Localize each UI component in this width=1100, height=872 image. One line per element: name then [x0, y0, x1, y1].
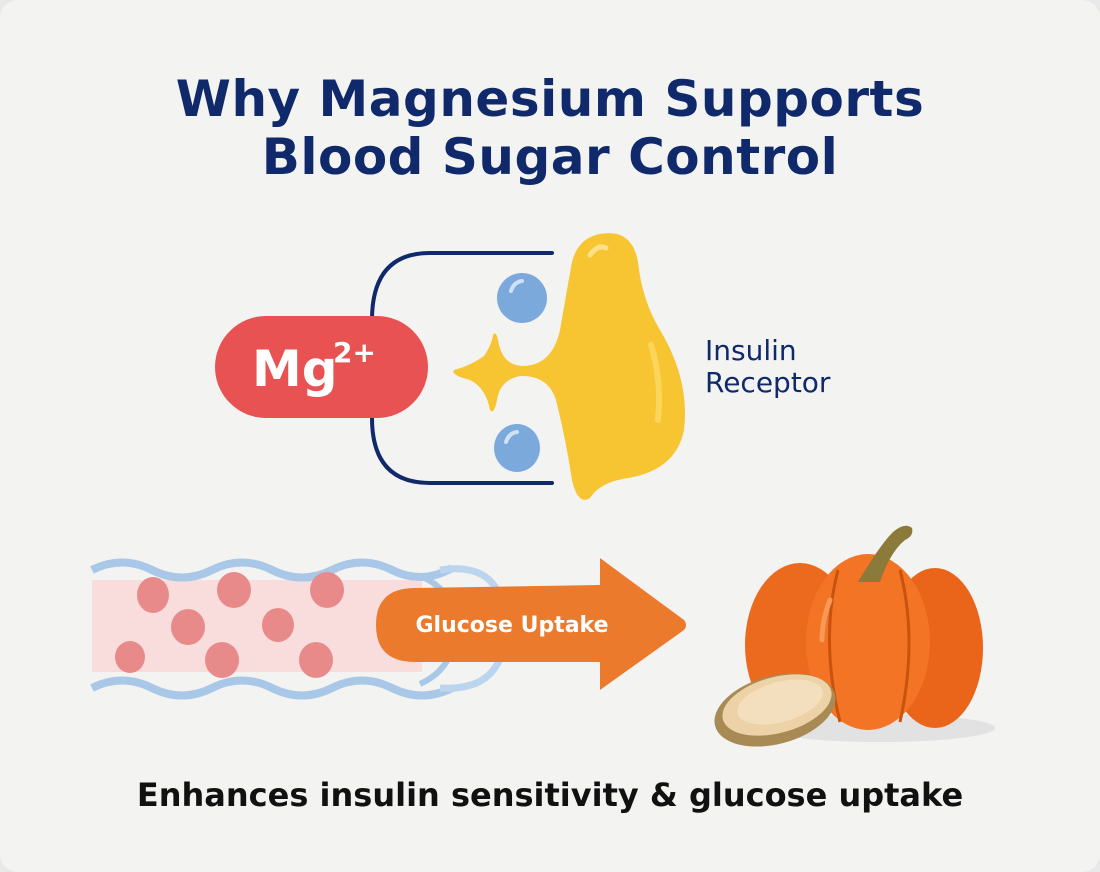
- magnesium-charge: 2+: [333, 336, 376, 369]
- magnesium-pill: [215, 316, 428, 418]
- magnesium-symbol: Mg: [252, 340, 338, 398]
- receptor-label-line-1: Insulin: [705, 334, 797, 367]
- glucose-uptake-arrow: [376, 558, 686, 690]
- glucose-dots: [115, 572, 344, 678]
- ion-circle: [497, 273, 547, 323]
- title-line-2: Blood Sugar Control: [261, 128, 839, 186]
- caption: Enhances insulin sensitivity & glucose u…: [136, 776, 964, 814]
- pumpkin-icon: [714, 525, 995, 747]
- glucose-uptake-label: Glucose Uptake: [415, 613, 608, 638]
- ion-circle: [494, 424, 540, 472]
- title-line-1: Why Magnesium Supports: [175, 70, 925, 128]
- insulin-receptor-shape: [453, 233, 685, 500]
- receptor-label-line-2: Receptor: [705, 366, 831, 399]
